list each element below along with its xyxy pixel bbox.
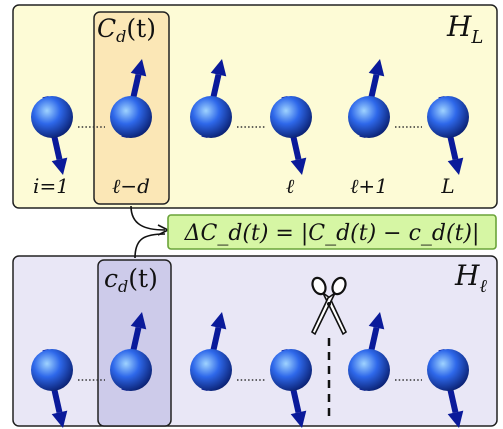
site-label-l-plus-1: ℓ+1	[350, 174, 388, 198]
bottom-spin-6-arrowhead	[447, 410, 464, 428]
bottom-spin-3	[190, 312, 232, 391]
top-spin-2-arrowhead	[130, 59, 147, 77]
bottom-panel-box	[12, 255, 498, 427]
bottom-spin-2	[110, 312, 152, 391]
top-spin-3	[190, 59, 232, 138]
top-panel-box	[12, 4, 498, 209]
site-label-L: L	[440, 174, 454, 198]
top-spin-3-arrowhead	[210, 59, 227, 77]
top-spin-chain	[31, 59, 469, 175]
bottom-spin-3-sphere	[190, 349, 232, 391]
top-spin-5	[348, 59, 390, 138]
site-label-l-minus-d: ℓ−d	[112, 174, 150, 198]
bottom-hamiltonian-label: Hℓ	[454, 259, 487, 297]
top-spin-2	[110, 59, 152, 138]
bottom-spin-5-arrowhead	[368, 312, 385, 330]
top-spin-4	[270, 96, 312, 175]
site-label-i1: i=1	[33, 174, 69, 198]
bottom-spin-1	[31, 349, 73, 428]
top-spin-5-arrowhead	[368, 59, 385, 77]
arrow-from-top	[130, 205, 166, 231]
formula-text: ΔC_d(t) = |C_d(t) − c_d(t)|	[184, 221, 480, 246]
top-hamiltonian-label: HL	[446, 10, 483, 48]
top-spin-1	[31, 96, 73, 175]
site-label-l: ℓ	[286, 174, 295, 198]
top-spin-3-sphere	[190, 96, 232, 138]
difference-formula: ΔC_d(t) = |C_d(t) − c_d(t)|	[167, 214, 497, 250]
bottom-spin-3-arrowhead	[210, 312, 227, 330]
bottom-spin-5-sphere	[348, 349, 390, 391]
top-spin-6-arrowhead	[447, 157, 464, 175]
scissors-icon	[310, 276, 348, 336]
bottom-spin-chain	[31, 312, 469, 428]
top-spin-1-sphere	[31, 96, 73, 138]
bottom-spin-5	[348, 312, 390, 391]
bottom-spin-6	[427, 349, 469, 428]
bottom-spin-4	[270, 349, 312, 428]
arrow-from-bottom	[134, 233, 166, 259]
bottom-spin-2-sphere	[110, 349, 152, 391]
top-spin-2-sphere	[110, 96, 152, 138]
bottom-spin-4-sphere	[270, 349, 312, 391]
bottom-highlight-label: cd(t)	[104, 264, 158, 296]
top-spin-6-sphere	[427, 96, 469, 138]
connector-arrows	[130, 205, 170, 259]
top-panel: Cd(t) HL i=1 ℓ−d ℓ ℓ+1 L	[12, 4, 498, 209]
top-spin-4-sphere	[270, 96, 312, 138]
bottom-spin-1-arrowhead	[51, 410, 68, 428]
bottom-spin-2-arrowhead	[130, 312, 147, 330]
top-spin-5-sphere	[348, 96, 390, 138]
bottom-spin-4-arrowhead	[290, 410, 307, 428]
bottom-panel: cd(t) Hℓ	[12, 255, 498, 428]
bottom-spin-1-sphere	[31, 349, 73, 391]
top-spin-4-arrowhead	[290, 157, 307, 175]
bottom-spin-6-sphere	[427, 349, 469, 391]
top-spin-6	[427, 96, 469, 175]
top-highlight-label: Cd(t)	[97, 14, 156, 46]
formula-box	[167, 214, 497, 250]
top-spin-1-arrowhead	[51, 157, 68, 175]
